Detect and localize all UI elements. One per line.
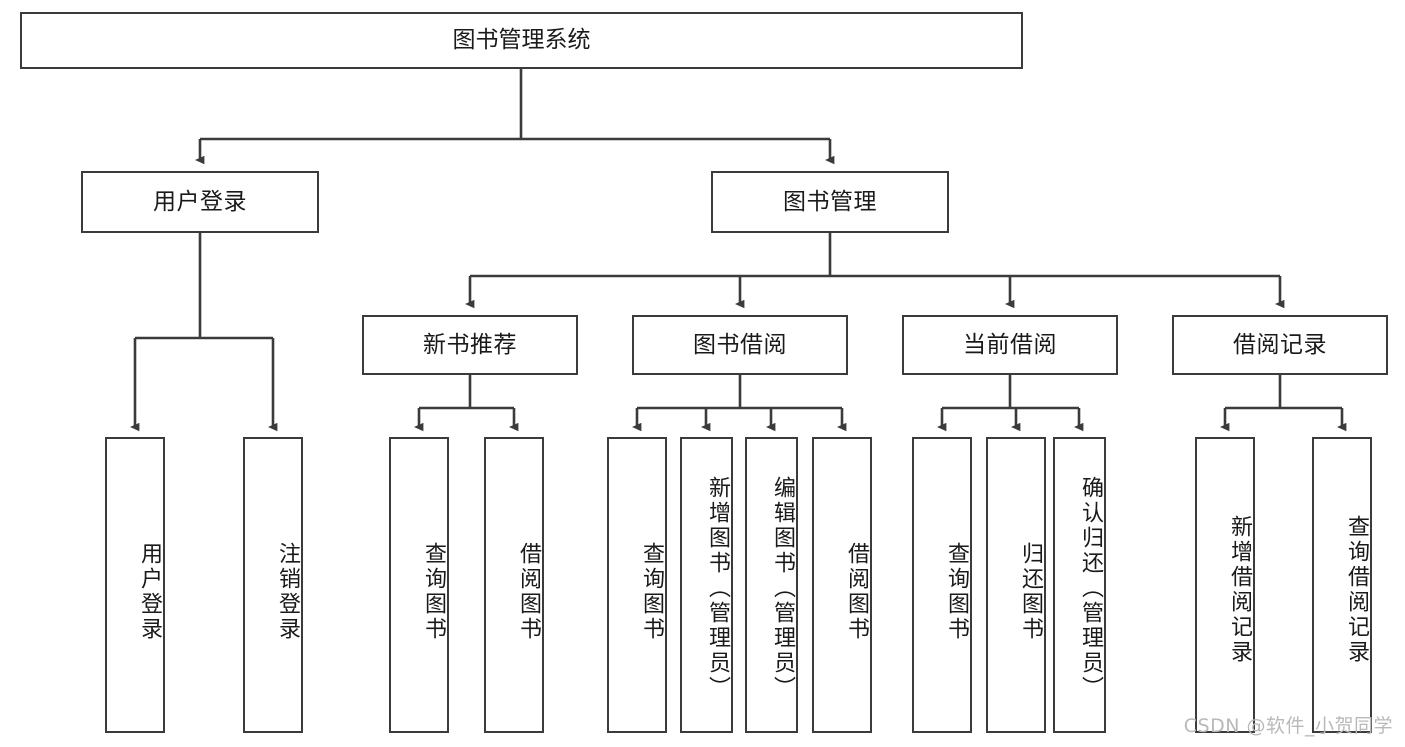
node-leaf-borrow-book-2[interactable]: 借阅图书 [812, 437, 872, 733]
node-leaf-return-book-label: 归还图书 [1018, 542, 1043, 642]
node-leaf-return-book[interactable]: 归还图书 [986, 437, 1046, 733]
node-new-book-rec-label: 新书推荐 [423, 331, 517, 358]
node-new-book-rec[interactable]: 新书推荐 [362, 315, 578, 375]
node-leaf-edit-book[interactable]: 编辑图书（管理员） [745, 437, 798, 733]
node-leaf-query-book-3-label: 查询图书 [944, 542, 969, 642]
node-user-login-label: 用户登录 [153, 188, 247, 215]
node-leaf-add-record[interactable]: 新增借阅记录 [1195, 437, 1255, 733]
node-borrow-record[interactable]: 借阅记录 [1172, 315, 1388, 375]
node-current-borrow[interactable]: 当前借阅 [902, 315, 1118, 375]
node-user-login[interactable]: 用户登录 [81, 171, 319, 233]
node-leaf-query-book-2-label: 查询图书 [639, 542, 664, 642]
node-leaf-borrow-book-1-label: 借阅图书 [516, 542, 541, 642]
node-current-borrow-label: 当前借阅 [963, 331, 1057, 358]
node-leaf-query-book-1[interactable]: 查询图书 [389, 437, 449, 733]
node-book-manage[interactable]: 图书管理 [711, 171, 949, 233]
node-leaf-add-book-label: 新增图书（管理员） [705, 475, 730, 701]
node-leaf-add-book[interactable]: 新增图书（管理员） [680, 437, 733, 733]
node-leaf-add-record-label: 新增借阅记录 [1227, 515, 1252, 665]
node-leaf-logout[interactable]: 注销登录 [243, 437, 303, 733]
node-leaf-confirm-return[interactable]: 确认归还（管理员） [1053, 437, 1106, 733]
node-leaf-borrow-book-2-label: 借阅图书 [844, 542, 869, 642]
node-leaf-query-record-label: 查询借阅记录 [1344, 515, 1369, 665]
node-borrow-record-label: 借阅记录 [1233, 331, 1327, 358]
node-leaf-query-book-1-label: 查询图书 [421, 542, 446, 642]
node-root-system[interactable]: 图书管理系统 [20, 12, 1023, 69]
node-leaf-logout-label: 注销登录 [275, 542, 300, 642]
node-book-borrow[interactable]: 图书借阅 [632, 315, 848, 375]
node-leaf-query-record[interactable]: 查询借阅记录 [1312, 437, 1372, 733]
node-book-manage-label: 图书管理 [783, 188, 877, 215]
node-leaf-confirm-return-label: 确认归还（管理员） [1078, 475, 1103, 701]
node-book-borrow-label: 图书借阅 [693, 331, 787, 358]
watermark-text: CSDN @软件_小贺同学 [1183, 715, 1393, 737]
node-root-label: 图书管理系统 [452, 27, 591, 54]
node-leaf-query-book-2[interactable]: 查询图书 [607, 437, 667, 733]
node-leaf-borrow-book-1[interactable]: 借阅图书 [484, 437, 544, 733]
node-leaf-edit-book-label: 编辑图书（管理员） [770, 475, 795, 701]
node-leaf-user-login-label: 用户登录 [137, 542, 162, 642]
node-leaf-user-login[interactable]: 用户登录 [105, 437, 165, 733]
node-leaf-query-book-3[interactable]: 查询图书 [912, 437, 972, 733]
